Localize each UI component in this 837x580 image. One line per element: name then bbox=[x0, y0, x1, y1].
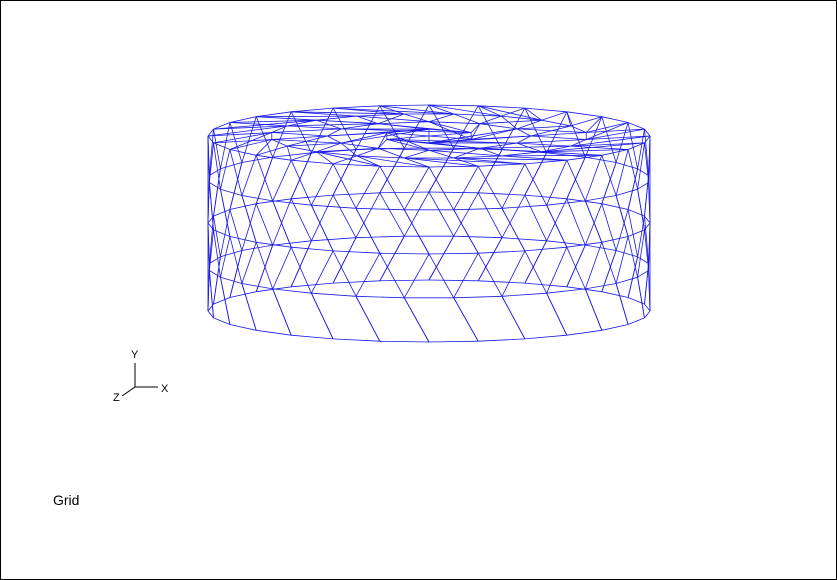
z-axis-line bbox=[121, 386, 136, 397]
view-label: Grid bbox=[53, 492, 80, 508]
x-axis-label: X bbox=[161, 383, 169, 395]
z-axis-label: Z bbox=[113, 392, 120, 404]
y-axis-label: Y bbox=[131, 349, 139, 361]
